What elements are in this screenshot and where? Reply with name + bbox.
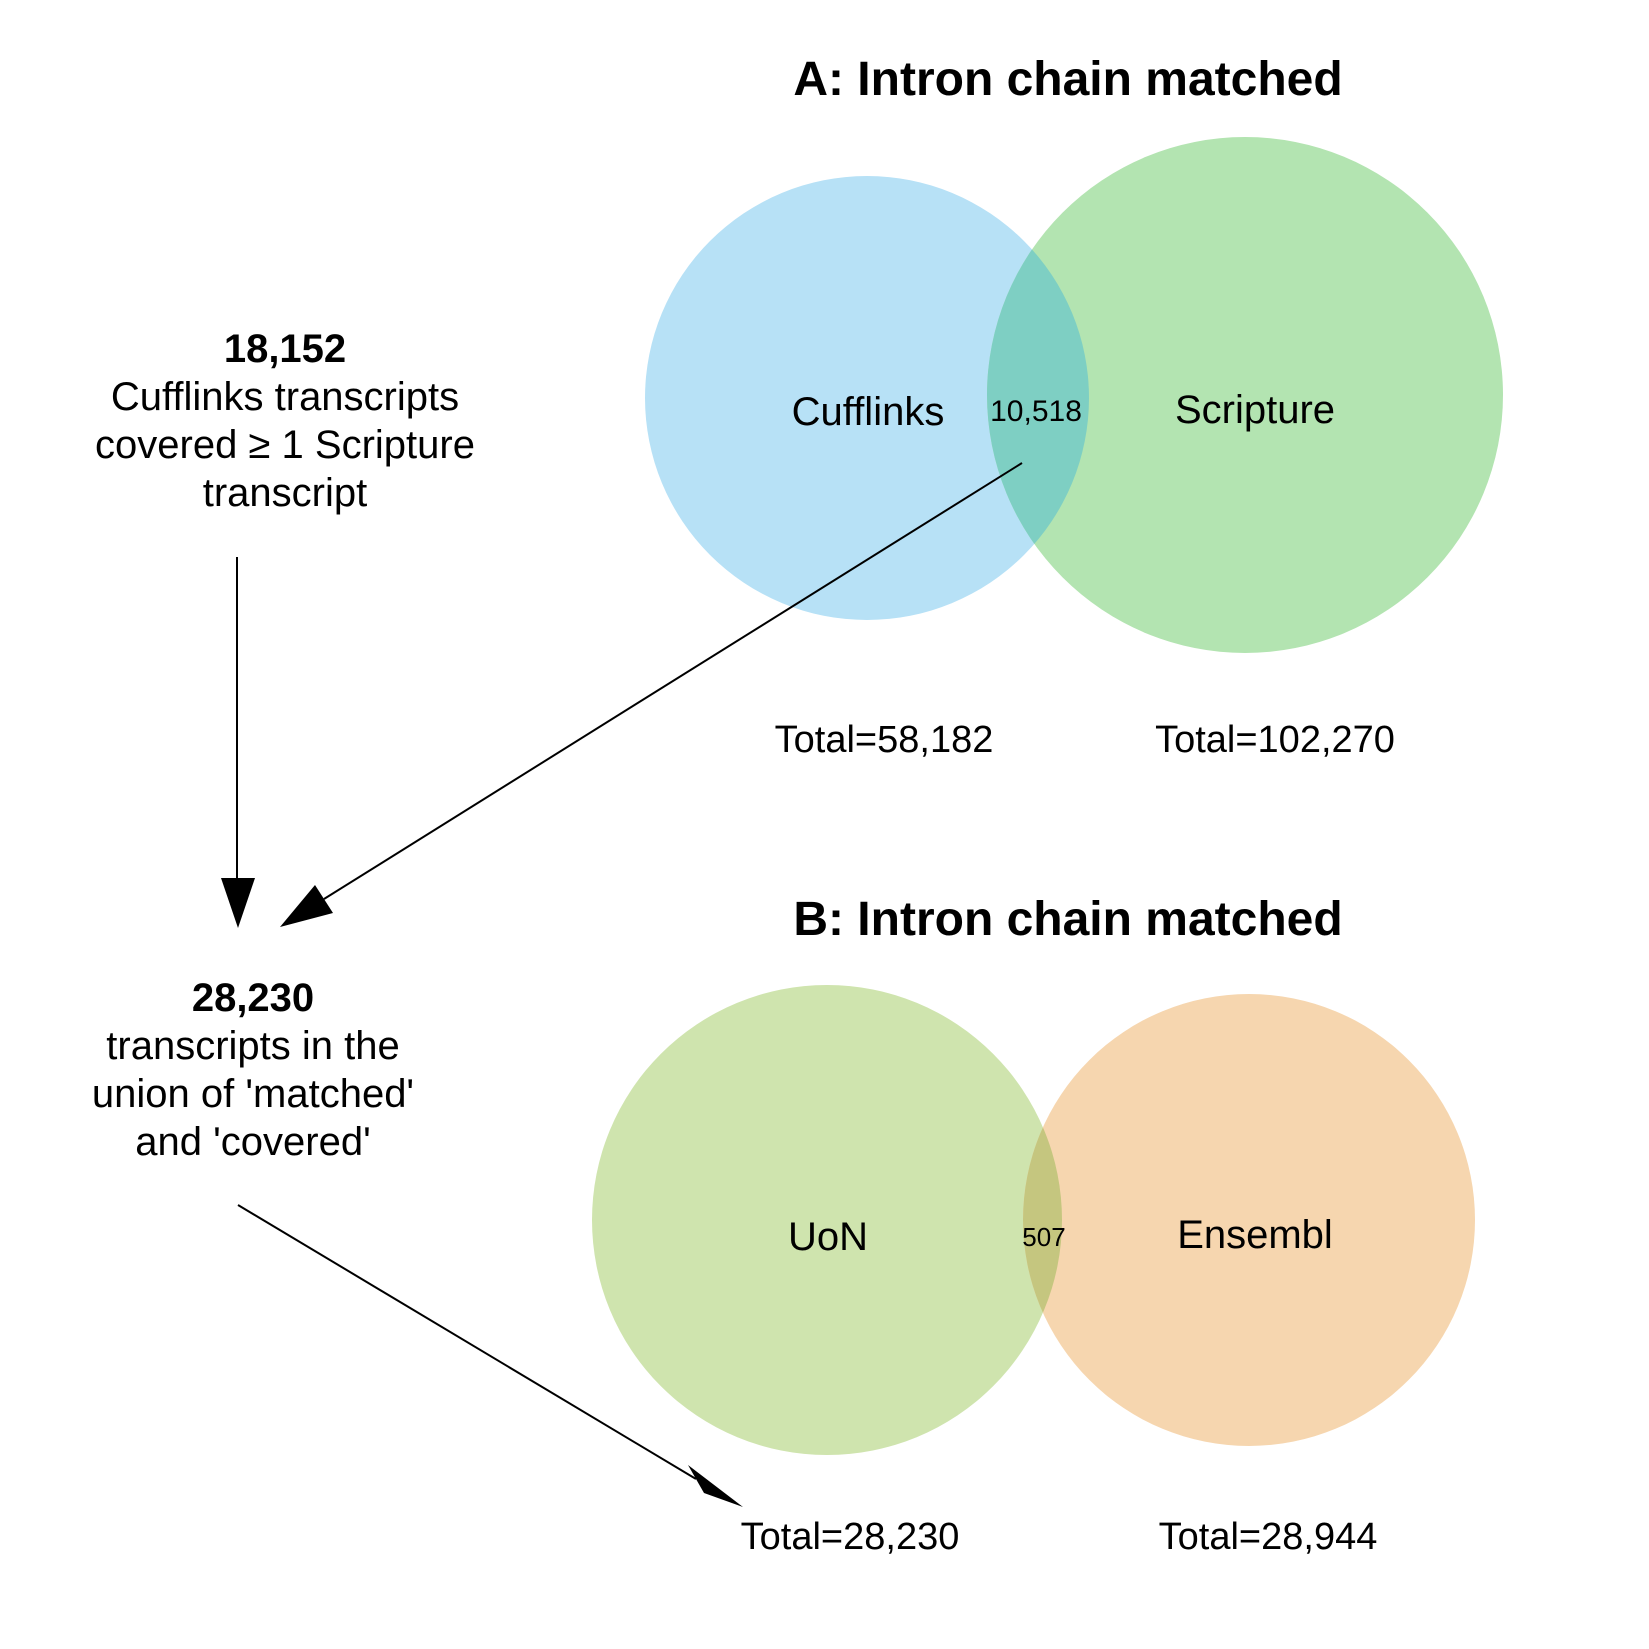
arrow-from-overlap-line xyxy=(323,462,1023,900)
uon-total: Total=28,230 xyxy=(740,1516,960,1558)
cufflinks-total: Total=58,182 xyxy=(774,719,994,761)
annotation-covered-line-1: Cufflinks transcripts xyxy=(110,375,460,419)
ensembl-label: Ensembl xyxy=(1177,1213,1333,1257)
annotation-covered-line-2: covered ≥ 1 Scripture xyxy=(95,423,475,467)
annotation-union: 28,230 transcripts in the union of 'matc… xyxy=(92,974,414,1166)
annotation-covered-count: 18,152 xyxy=(223,327,347,371)
annotation-union-line-2: union of 'matched' xyxy=(91,1072,415,1116)
panel-a-title: A: Intron chain matched xyxy=(793,53,1343,106)
annotation-union-line-1: transcripts in the xyxy=(106,1024,400,1068)
cufflinks-label: Cufflinks xyxy=(791,390,945,434)
overlap-b-value: 507 xyxy=(1022,1222,1066,1252)
panel-b-title: B: Intron chain matched xyxy=(793,893,1343,946)
scripture-total: Total=102,270 xyxy=(1155,719,1395,761)
scripture-label: Scripture xyxy=(1174,388,1336,432)
overlap-a-value: 10,518 xyxy=(990,395,1082,428)
venn-a-scripture-circle xyxy=(987,137,1503,653)
arrow-to-total-line xyxy=(237,1204,697,1480)
annotation-covered: 18,152 Cufflinks transcripts covered ≥ 1… xyxy=(95,325,475,517)
venn-b-ensembl-circle xyxy=(1023,994,1475,1446)
venn-a-cufflinks-circle xyxy=(645,176,1089,620)
uon-label: UoN xyxy=(787,1215,869,1259)
annotation-covered-line-3: transcript xyxy=(202,471,368,515)
arrow-down-head xyxy=(221,878,255,928)
annotation-union-count: 28,230 xyxy=(191,976,315,1020)
ensembl-total: Total=28,944 xyxy=(1158,1516,1378,1558)
annotation-union-line-3: and 'covered' xyxy=(135,1120,371,1164)
arrow-to-total-head xyxy=(688,1465,743,1507)
arrow-from-overlap-head xyxy=(280,885,333,927)
venn-b-uon-circle xyxy=(592,985,1062,1455)
